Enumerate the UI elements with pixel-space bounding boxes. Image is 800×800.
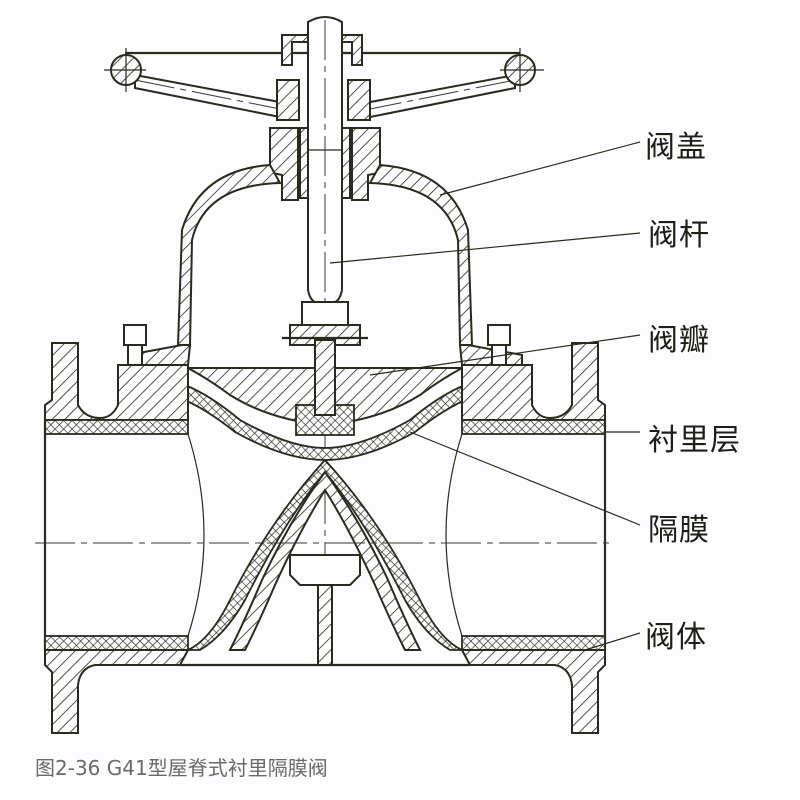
label-stem: 阀杆 [648, 218, 710, 253]
figure-caption: 图2-36 G41型屋脊式衬里隔膜阀 [35, 756, 328, 780]
valve-body [43, 342, 607, 734]
label-lining: 衬里层 [648, 423, 741, 458]
leader-lines [329, 141, 641, 651]
valve-bonnet [127, 163, 523, 366]
leader-stem [329, 232, 641, 264]
leader-diaphragm [409, 431, 641, 526]
leader-disc [369, 334, 641, 376]
leader-body [584, 632, 641, 651]
label-diaphragm: 隔膜 [648, 513, 710, 548]
valve-disc [187, 324, 463, 436]
bolt-head-left [123, 324, 147, 346]
valve-weir [187, 458, 463, 666]
label-disc: 阀瓣 [648, 323, 710, 358]
handwheel [104, 48, 544, 120]
bolt-head-right [487, 324, 511, 346]
label-body: 阀体 [645, 620, 707, 655]
label-bonnet: 阀盖 [645, 130, 707, 165]
leader-bonnet [439, 141, 641, 196]
